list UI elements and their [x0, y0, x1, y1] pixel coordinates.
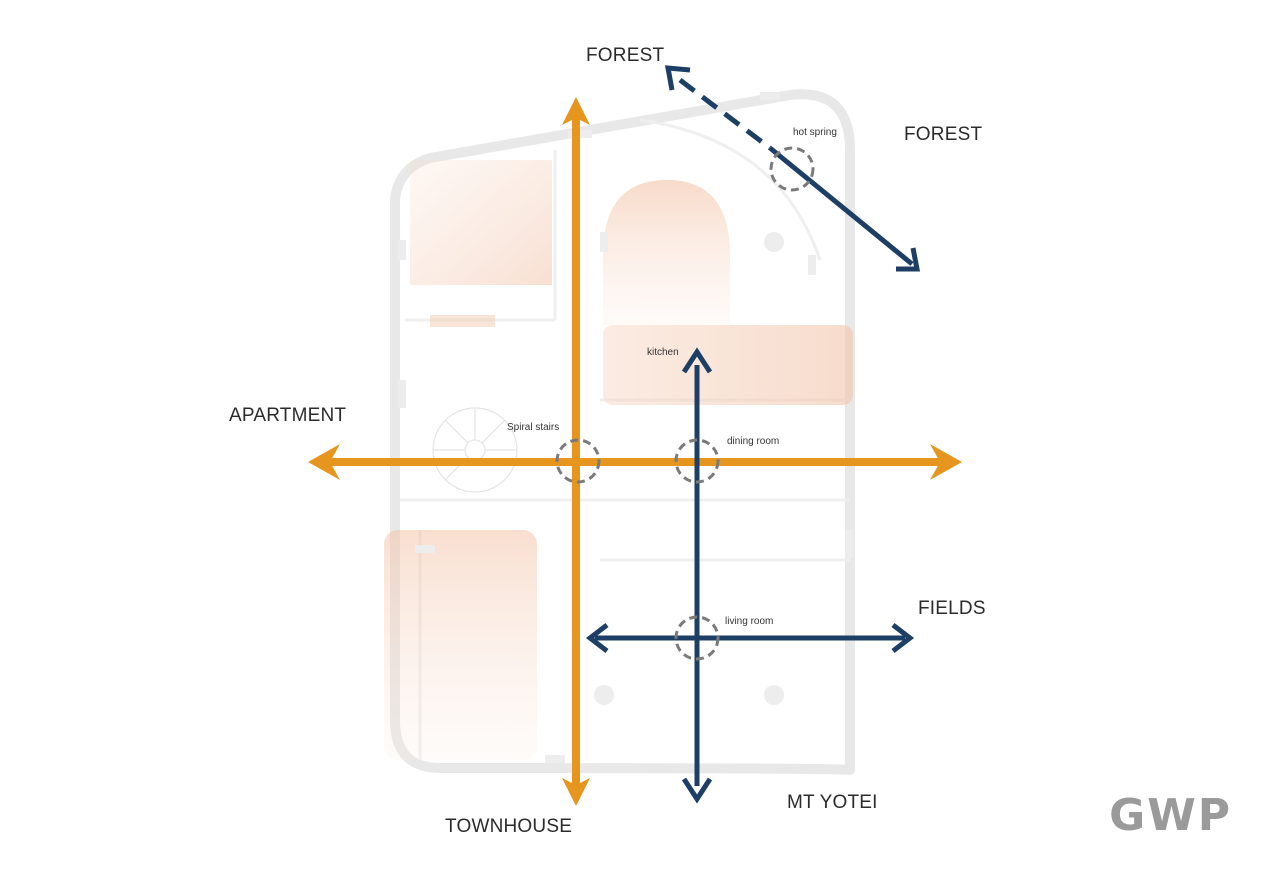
navy-axes	[585, 65, 921, 804]
spiral-stairs-drawing	[432, 407, 518, 493]
navy-arrowhead-up	[681, 347, 713, 374]
marker-spiral-stairs	[555, 438, 601, 484]
column-2	[594, 685, 614, 705]
room-label-dining-room: dining room	[727, 436, 780, 447]
room-label-living-room: living room	[725, 616, 774, 627]
top-left-room	[410, 160, 552, 285]
column-1	[764, 232, 784, 252]
navy-arrowhead-down	[681, 777, 713, 804]
navy-arrowhead-left	[585, 623, 609, 653]
room-fills	[384, 160, 853, 760]
room-label-hot-spring: hot spring	[793, 127, 837, 138]
label-forest-top: FOREST	[586, 45, 665, 66]
label-townhouse: TOWNHOUSE	[445, 816, 573, 837]
navy-diagonal-solid	[768, 146, 914, 266]
marker-dining-room	[674, 438, 720, 484]
navy-diagonal-dashed	[678, 78, 772, 150]
column-3	[764, 685, 784, 705]
label-apartment: APARTMENT	[229, 405, 347, 426]
kitchen-room	[603, 325, 853, 405]
orange-arrowhead-left	[308, 444, 340, 480]
navy-arrowhead-upleft	[664, 65, 691, 91]
orange-arrowhead-down	[562, 778, 590, 806]
label-forest-right: FOREST	[904, 124, 983, 145]
townhouse-room	[384, 530, 537, 760]
navy-arrowhead-right	[891, 623, 915, 653]
orange-arrowhead-right	[930, 444, 962, 480]
label-fields: FIELDS	[918, 598, 986, 619]
room-label-kitchen: kitchen	[647, 347, 679, 358]
marker-living-room	[674, 615, 720, 661]
label-mt-yotei: MT YOTEI	[787, 792, 878, 813]
arched-room	[603, 180, 730, 325]
marker-hot-spring	[769, 146, 815, 192]
intersection-markers	[555, 146, 815, 661]
orange-arrowhead-up	[562, 97, 590, 125]
gwp-logo: GWP	[1109, 790, 1232, 841]
building-outline	[390, 89, 855, 775]
navy-arrowhead-downright	[896, 247, 921, 272]
corridor-strip	[430, 315, 495, 327]
orange-axes	[308, 97, 962, 806]
room-label-spiral-stairs: Spiral stairs	[507, 422, 560, 433]
